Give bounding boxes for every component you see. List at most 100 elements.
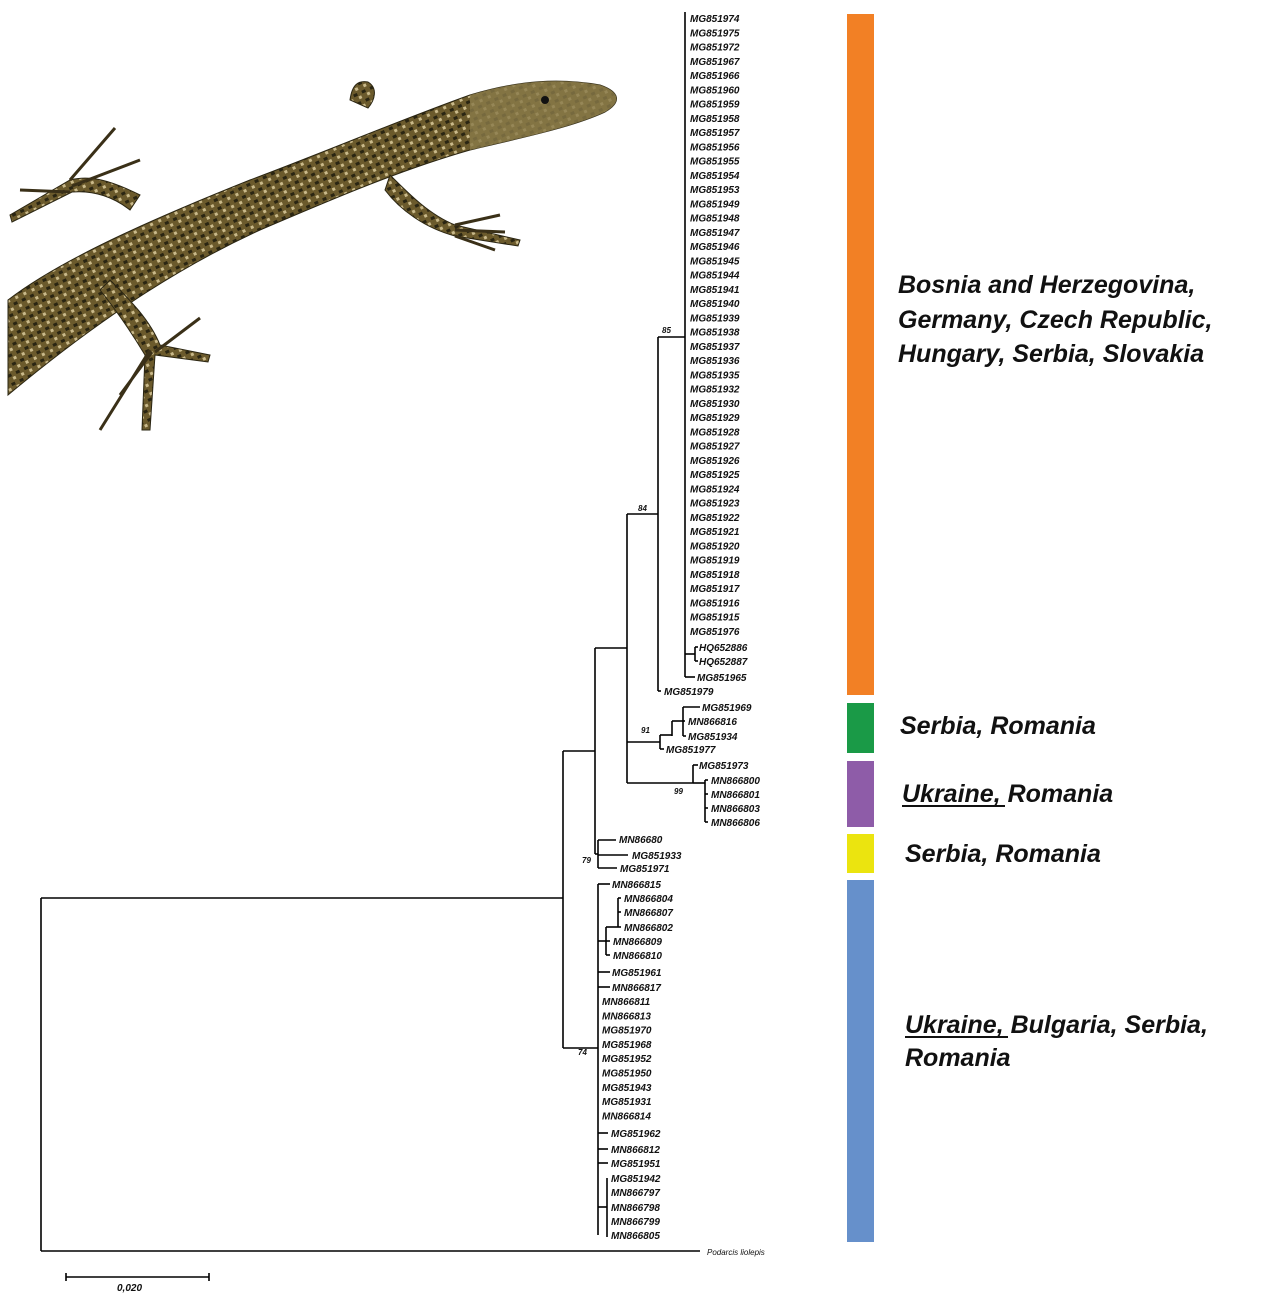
region-orange-line-3: Hungary, Serbia, Slovakia [898,340,1204,368]
leaf-label: MG851952 [602,1054,652,1065]
leaf-label: MG851923 [690,499,740,510]
region-blue-line-2: Romania [905,1044,1011,1072]
leaf-label: MG851939 [690,313,740,324]
leaf-label: MN866801 [711,790,760,801]
clade-bar-purple [847,761,874,827]
leaf-label: MG851936 [690,356,740,367]
leaf-label: MN866806 [711,818,760,829]
clade-bar-orange [847,14,874,695]
leaf-label: MG851945 [690,256,740,267]
region-yellow: Serbia, Romania [905,840,1101,868]
leaf-label: MG851974 [690,14,740,25]
leaf-label: MG851944 [690,271,740,282]
leaf-label: MG851928 [690,427,740,438]
leaf-label: HQ652887 [699,657,748,668]
outgroup-label: Podarcis liolepis [707,1248,765,1257]
leaf-label: MG851968 [602,1040,652,1051]
clade-bar-blue [847,880,874,1242]
leaf-label: MG851965 [697,673,747,684]
leaf-label: MN866812 [611,1145,660,1156]
leaf-label: MG851929 [690,413,740,424]
leaf-label: MG851966 [690,71,740,82]
leaf-label: MG851949 [690,199,740,210]
leaf-label: MG851977 [666,745,716,756]
region-labels: Bosnia and Herzegovina, Germany, Czech R… [898,271,1212,1072]
leaf-label: MN866798 [611,1203,660,1214]
leaf-label: MN866797 [611,1188,660,1199]
leaf-label: MG851930 [690,399,740,410]
leaf-label: MG851973 [699,761,749,772]
leaf-label: MG851933 [632,851,682,862]
leaf-label: MG851954 [690,171,740,182]
leaf-label: MG851961 [612,968,662,979]
leaf-label: MN86680 [619,835,663,846]
leaf-label: MG851932 [690,385,740,396]
leaf-label: MG851917 [690,584,740,595]
scale-bar: 0,020 [66,1273,209,1293]
leaf-label: MN866817 [612,983,661,994]
leaf-label: MG851927 [690,442,740,453]
leaf-label: MN866815 [612,880,661,891]
leaf-label: MN866802 [624,923,673,934]
leaf-label: MG851938 [690,328,740,339]
leaf-label: MN866814 [602,1111,651,1122]
support-value: 84 [638,504,647,513]
support-value: 79 [582,856,591,865]
leaf-label: MG851926 [690,456,740,467]
leaf-label: MG851920 [690,541,740,552]
leaf-label: MG851967 [690,57,740,68]
leaf-label: MG851915 [690,613,740,624]
leaf-label: MG851916 [690,598,740,609]
leaf-label: MG851976 [690,627,740,638]
leaf-label: MN866807 [624,908,673,919]
leaf-label: MG851947 [690,228,740,239]
leaf-label: MG851934 [688,732,738,743]
region-blue-line-1: Ukraine, Bulgaria, Serbia, [905,1011,1208,1039]
leaf-label: MG851951 [611,1159,661,1170]
support-value: 91 [641,726,650,735]
leaf-label: MG851959 [690,100,740,111]
region-purple: Ukraine, Romania [902,780,1113,808]
leaf-label: MG851960 [690,85,740,96]
region-orange-line-2: Germany, Czech Republic, [898,306,1212,334]
leaf-label: MG851958 [690,114,740,125]
leaf-label: MG851941 [690,285,740,296]
support-value: 85 [662,326,671,335]
leaf-label: MG851942 [611,1174,661,1185]
lizard-illustration [8,81,616,430]
leaf-label: MG851953 [690,185,740,196]
leaf-label: MG851972 [690,43,740,54]
leaf-label: MG851969 [702,703,752,714]
leaf-label: MN866811 [602,997,651,1008]
leaf-label: MG851919 [690,556,740,567]
leaf-label: MN866810 [613,951,662,962]
region-orange-line-1: Bosnia and Herzegovina, [898,271,1195,299]
leaf-label: MG851943 [602,1083,652,1094]
tree-leaf-labels: MG851974MG851975MG851972MG851967MG851966… [602,14,760,1242]
leaf-label: MN866805 [611,1231,660,1242]
leaf-label: MG851935 [690,370,740,381]
leaf-label: MN866816 [688,717,737,728]
leaf-label: MN866803 [711,804,760,815]
leaf-label: MG851956 [690,142,740,153]
leaf-label: MG851975 [690,28,740,39]
clade-bar-yellow [847,834,874,873]
clade-bar-green [847,703,874,753]
leaf-label: MG851937 [690,342,740,353]
leaf-label: HQ652886 [699,643,748,654]
region-green: Serbia, Romania [900,712,1096,740]
leaf-label: MG851924 [690,484,740,495]
clade-color-bars [847,14,874,1242]
leaf-label: MG851921 [690,527,740,538]
support-value: 99 [674,787,683,796]
leaf-label: MG851948 [690,214,740,225]
leaf-label: MG851971 [620,864,670,875]
scale-bar-label: 0,020 [117,1283,142,1293]
leaf-label: MG851918 [690,570,740,581]
leaf-label: MG851940 [690,299,740,310]
leaf-label: MN866799 [611,1217,660,1228]
leaf-label: MG851979 [664,687,714,698]
leaf-label: MG851925 [690,470,740,481]
leaf-label: MG851946 [690,242,740,253]
leaf-label: MG851922 [690,513,740,524]
